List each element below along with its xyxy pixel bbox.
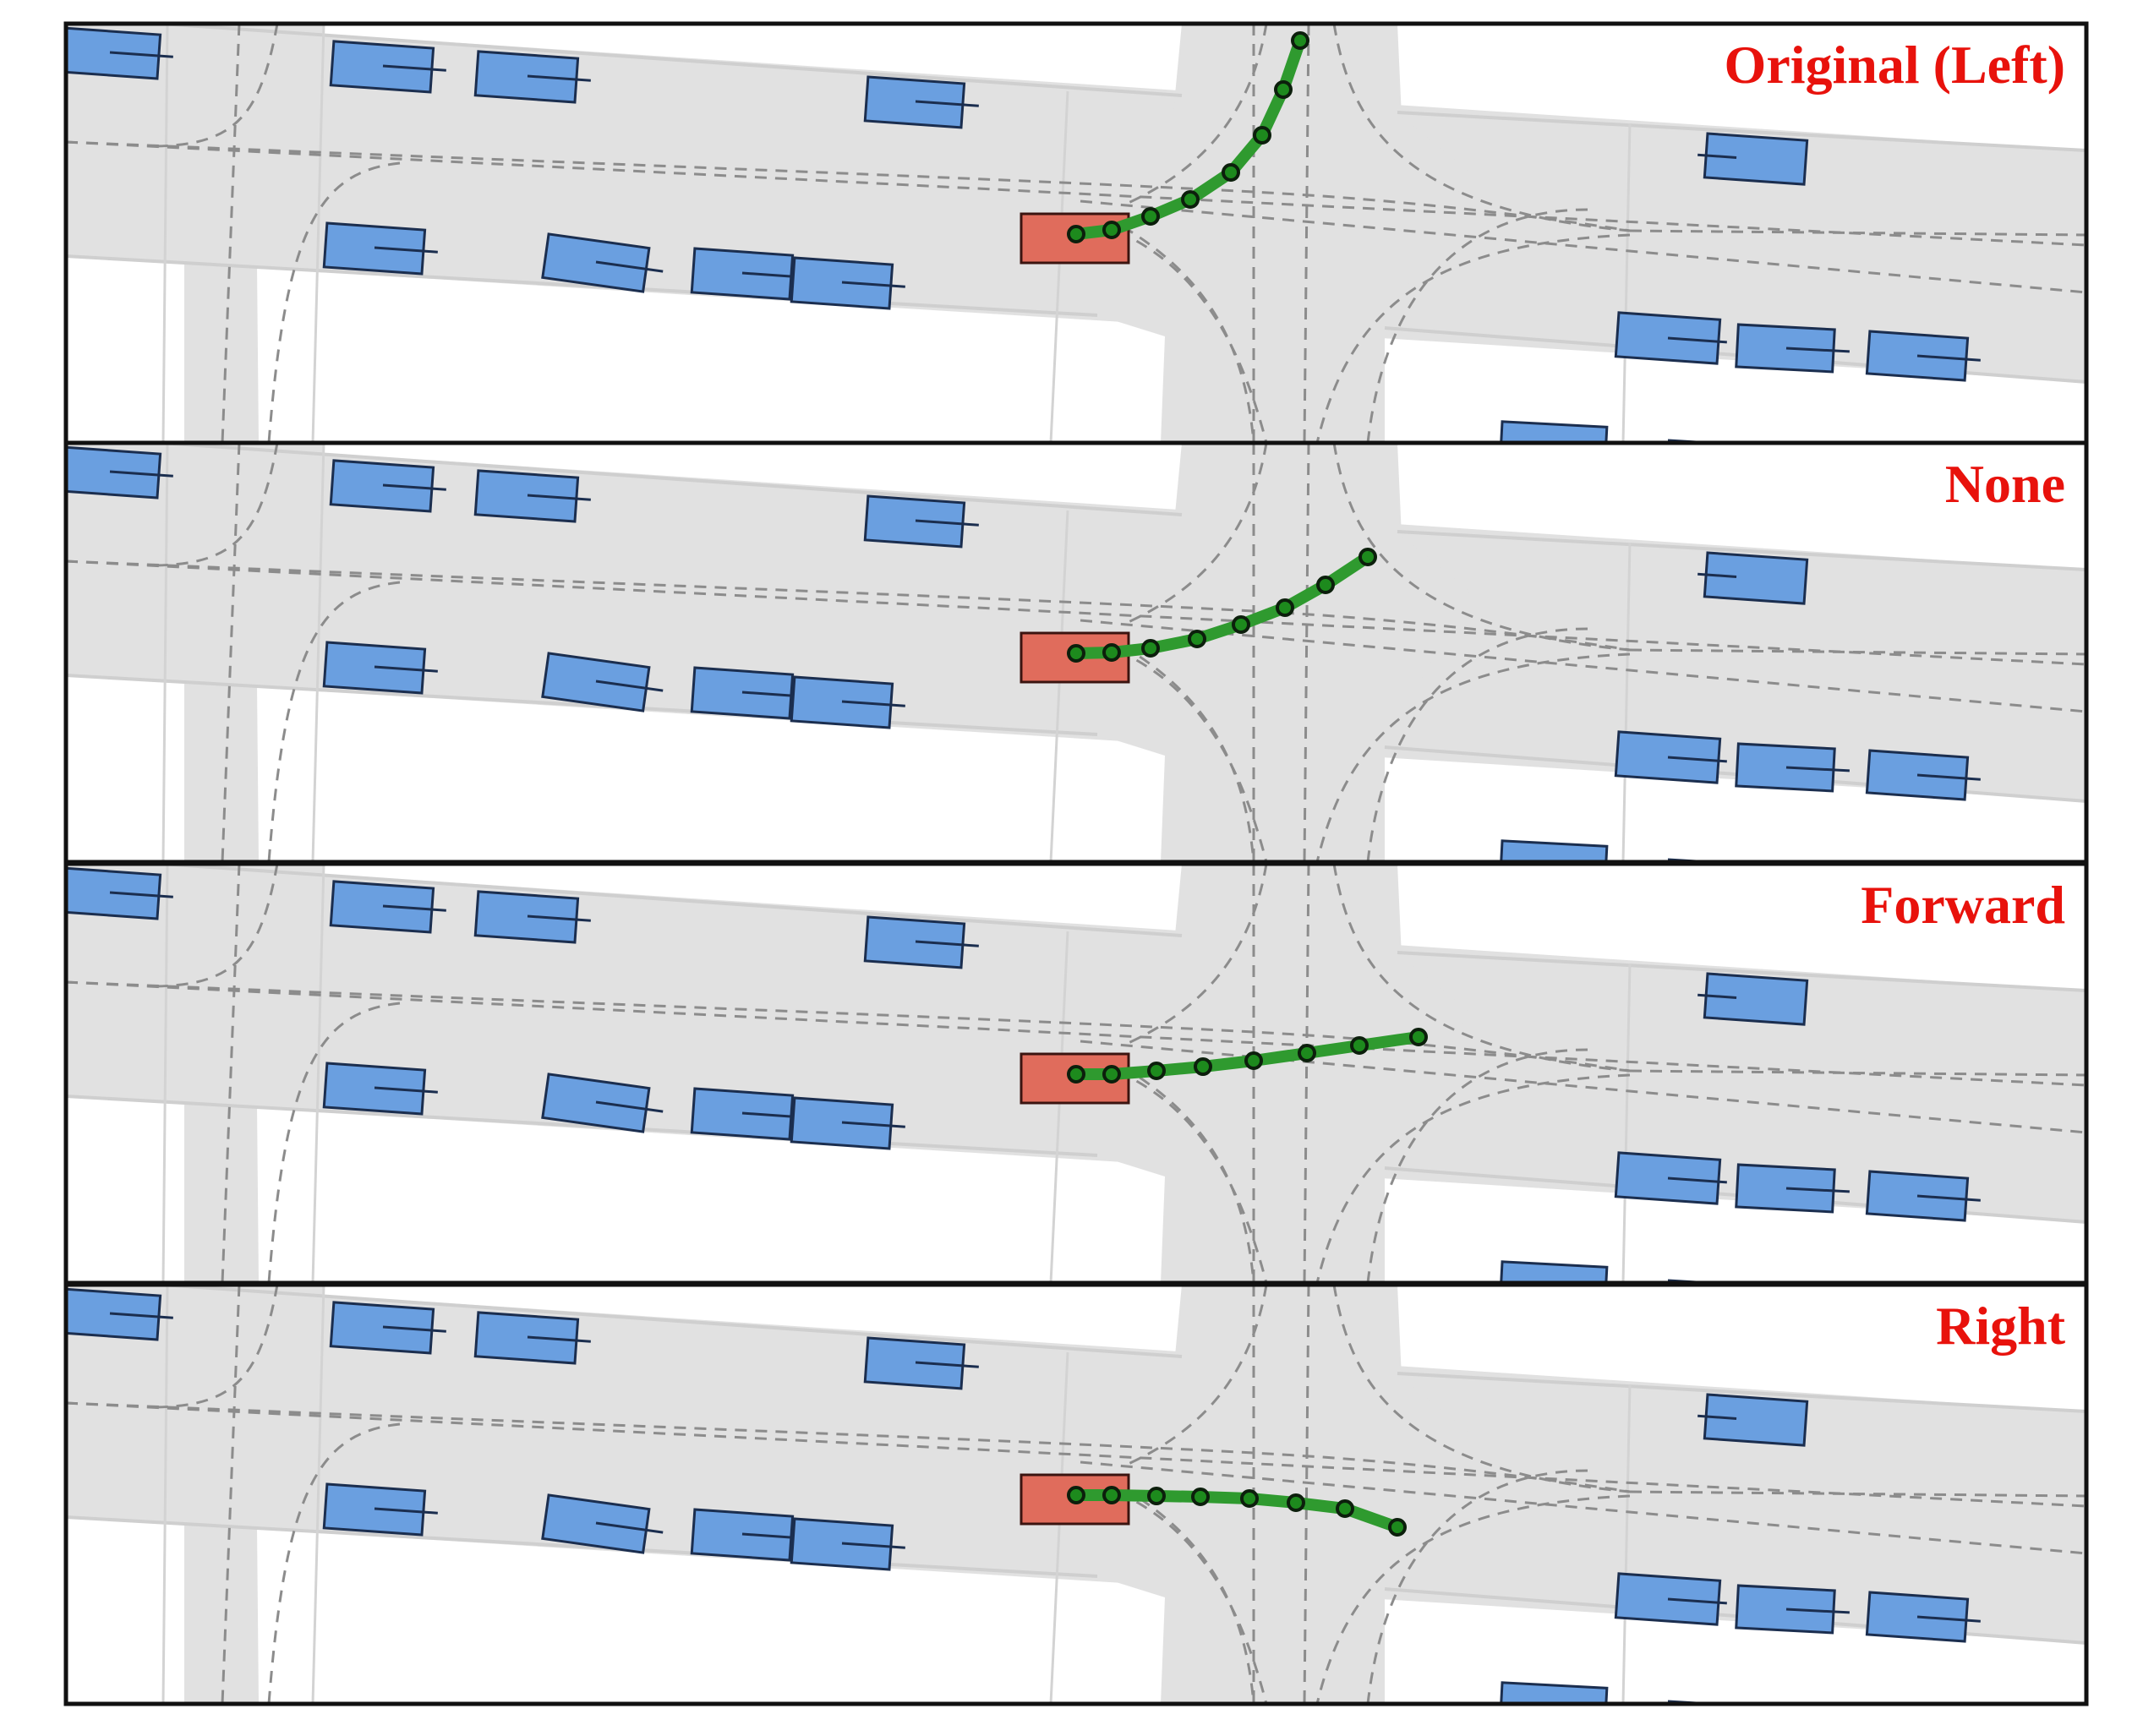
waypoint: [1191, 1488, 1210, 1506]
waypoint: [1388, 1518, 1407, 1537]
waypoint: [1253, 126, 1271, 145]
waypoint: [1316, 576, 1335, 594]
waypoint: [1188, 630, 1206, 648]
waypoint: [1181, 190, 1200, 209]
waypoint: [1147, 1062, 1166, 1080]
waypoint: [1102, 1486, 1121, 1504]
panel-label: Forward: [1861, 875, 2065, 935]
panel-right: Right: [63, 1282, 2089, 1706]
waypoint: [1102, 643, 1121, 662]
waypoint: [1276, 598, 1294, 617]
waypoint: [1298, 1044, 1316, 1062]
waypoint: [1067, 225, 1085, 243]
waypoint: [1232, 615, 1250, 634]
waypoint: [1067, 1486, 1085, 1504]
waypoint: [1240, 1489, 1259, 1508]
trajectory-waypoints: [1067, 1486, 1407, 1537]
waypoint: [1287, 1493, 1305, 1512]
panel-label: None: [1945, 454, 2065, 514]
panel-original-left: Original (Left): [63, 21, 2089, 445]
waypoint: [1147, 1487, 1166, 1505]
waypoint: [1244, 1051, 1263, 1070]
trajectory-waypoints: [1067, 1028, 1428, 1084]
waypoint: [1141, 207, 1160, 226]
waypoint: [1359, 548, 1377, 566]
panel-none: None: [63, 440, 2089, 865]
waypoint: [1067, 1065, 1085, 1084]
trajectory-waypoints: [1067, 31, 1309, 243]
waypoint: [1222, 163, 1240, 182]
panel-label: Original (Left): [1725, 35, 2065, 95]
waypoint: [1102, 221, 1121, 239]
waypoint: [1291, 31, 1309, 50]
panel-frame: [63, 1282, 2089, 1706]
panel-label: Right: [1936, 1296, 2066, 1356]
waypoint: [1274, 80, 1293, 99]
waypoint: [1141, 639, 1160, 658]
waypoint: [1336, 1499, 1354, 1518]
panel-forward: Forward: [63, 861, 2089, 1286]
trajectory-waypoints: [1067, 548, 1377, 663]
waypoint: [1350, 1036, 1369, 1055]
waypoint: [1102, 1065, 1121, 1084]
waypoint: [1067, 644, 1085, 663]
waypoint: [1194, 1057, 1212, 1076]
waypoint: [1409, 1028, 1428, 1046]
